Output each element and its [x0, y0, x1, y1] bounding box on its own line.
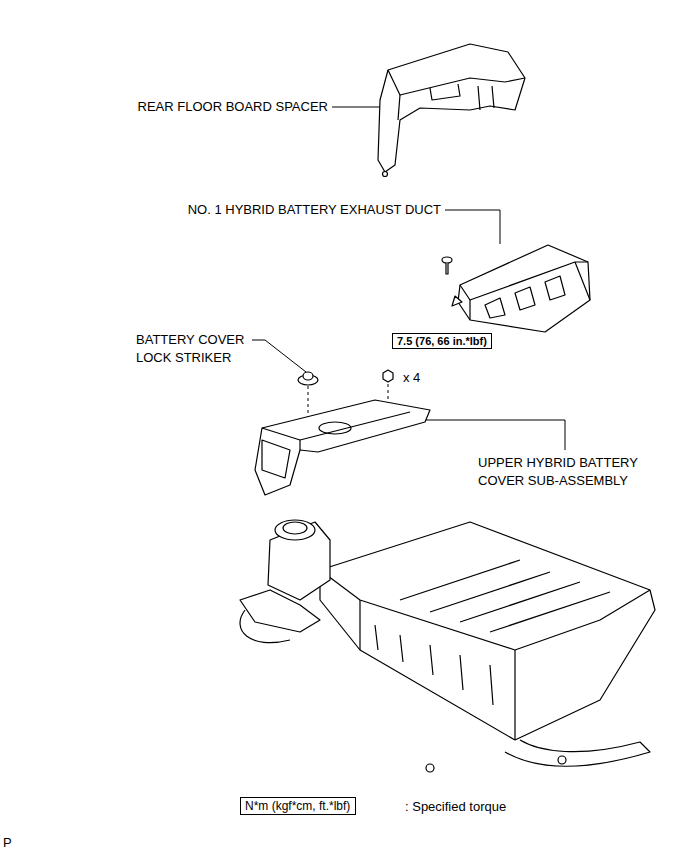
part-name: UPPER HYBRID BATTERY COVER SUB-ASSEMBLY	[478, 454, 658, 490]
legend-box: N*m (kgf*cm, ft.*lbf)	[240, 797, 356, 815]
part-name: BATTERY COVER LOCK STRIKER	[136, 331, 254, 367]
box-text: 7.5 (76, 66 in.*lbf)	[397, 335, 487, 347]
part-name: REAR FLOOR BOARD SPACER	[138, 98, 328, 116]
box-text: N*m (kgf*cm, ft.*lbf)	[245, 799, 351, 813]
upper-battery-cover	[255, 400, 430, 495]
legend-text: : Specified torque	[405, 798, 506, 816]
screw	[442, 257, 452, 274]
part-name: NO. 1 HYBRID BATTERY EXHAUST DUCT	[188, 201, 441, 219]
nut	[383, 370, 393, 382]
quantity-label: x 4	[403, 369, 420, 387]
lock-striker	[298, 372, 318, 385]
rear-floor-board-spacer	[378, 44, 525, 177]
exhaust-duct	[452, 245, 590, 332]
hybrid-battery-assembly	[240, 520, 655, 772]
figure-code: P	[3, 834, 12, 852]
torque-box: 7.5 (76, 66 in.*lbf)	[392, 333, 492, 349]
